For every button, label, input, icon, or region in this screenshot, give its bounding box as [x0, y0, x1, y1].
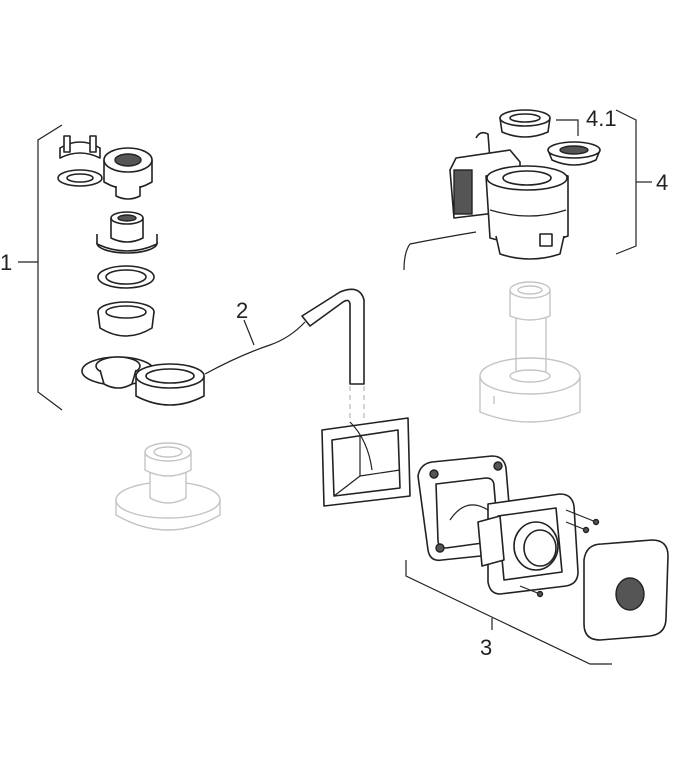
callout-4-1: 4.1 — [586, 106, 617, 131]
valve-cable — [403, 231, 477, 271]
clip-ring — [57, 135, 103, 187]
seal-cup — [97, 301, 155, 337]
part-group-3: 3 — [405, 455, 669, 665]
sensor-base — [81, 356, 205, 406]
leader-4-1 — [556, 119, 579, 136]
part-2-cable-tube: 2 — [204, 288, 365, 420]
cable — [204, 321, 306, 375]
ghost-cistern-right — [479, 281, 581, 423]
push-knob — [103, 147, 153, 200]
bracket-3 — [405, 560, 612, 665]
part-group-1: 1 — [0, 124, 205, 411]
callout-2: 2 — [236, 298, 248, 323]
callout-1: 1 — [0, 250, 12, 275]
adapter-collar — [96, 211, 158, 254]
sensor-module — [477, 493, 600, 598]
cap-upper — [499, 109, 551, 138]
callout-3: 3 — [480, 635, 492, 660]
tube-dashed-extension — [349, 386, 365, 420]
cap-lower — [547, 141, 601, 166]
callout-4: 4 — [656, 170, 668, 195]
leader-2 — [243, 319, 255, 346]
part-group-4: 4.1 4 — [403, 106, 668, 271]
cover-plate — [583, 539, 669, 641]
ghost-fitting-left — [115, 442, 221, 531]
mounting-box — [321, 417, 411, 507]
bracket-4 — [615, 109, 637, 255]
bracket-1 — [37, 124, 63, 411]
bent-tube — [301, 288, 365, 385]
valve-housing — [449, 131, 569, 260]
o-ring — [97, 265, 155, 289]
